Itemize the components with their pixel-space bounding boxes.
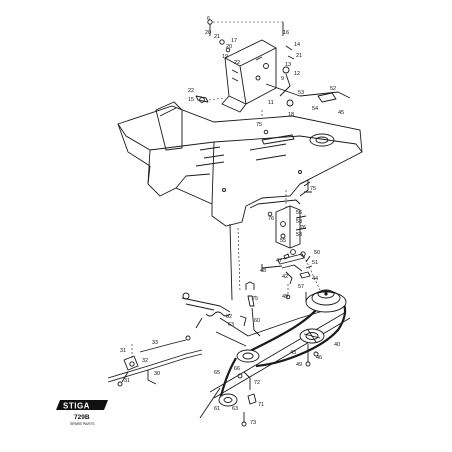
callout-45: 45	[338, 110, 344, 116]
callout-53: 53	[298, 90, 304, 96]
callout-52: 52	[330, 86, 336, 92]
model-number: 729B	[74, 414, 90, 421]
callout-18: 18	[288, 112, 294, 118]
top-fasteners	[195, 19, 351, 155]
callout-57: 57	[298, 284, 304, 290]
chassis-frame	[117, 101, 363, 227]
callout-13: 13	[285, 62, 291, 68]
callout-49: 49	[296, 362, 302, 368]
callout-12: 12	[294, 71, 300, 77]
callout-65: 65	[214, 370, 220, 376]
callout-30: 30	[154, 371, 160, 377]
callout-75: 75	[252, 296, 258, 302]
callout-75: 75	[310, 186, 316, 192]
callout-44: 44	[312, 276, 318, 282]
callout-42: 42	[282, 274, 288, 280]
callout-17: 17	[231, 38, 237, 44]
callout-60: 60	[254, 318, 260, 324]
callout-32: 32	[142, 358, 148, 364]
callout-21: 21	[214, 34, 220, 40]
lift-linkage	[107, 335, 203, 387]
callout-22: 22	[234, 60, 240, 66]
callout-66: 66	[234, 366, 240, 372]
callout-56: 56	[296, 210, 302, 216]
callout-14: 14	[294, 42, 300, 48]
callout-31: 31	[124, 378, 130, 384]
callout-63: 63	[232, 406, 238, 412]
callout-33: 33	[152, 340, 158, 346]
callout-62: 62	[226, 314, 232, 320]
callout-46: 46	[316, 355, 322, 361]
callout-54: 54	[312, 106, 318, 112]
callout-20: 20	[226, 44, 232, 50]
pulley-assembly	[199, 289, 351, 427]
callout-16: 16	[283, 30, 289, 36]
callout-75: 75	[256, 122, 262, 128]
callout-50: 50	[314, 250, 320, 256]
stiga-logo-text: STIGA	[63, 402, 90, 411]
callout-11: 11	[268, 100, 274, 106]
subtitle: SPARE PARTS	[70, 422, 95, 426]
brand-block: STIGA 729B SPARE PARTS	[56, 400, 108, 426]
callout-73: 73	[250, 420, 256, 426]
callout-58: 58	[296, 232, 302, 238]
callout-labels: 6 20 21 17 20 19 16 14 21 22 13 12 9 52 …	[120, 16, 344, 426]
callout-49: 49	[282, 294, 288, 300]
callout-55: 55	[280, 238, 286, 244]
callout-63: 63	[228, 322, 234, 328]
callout-9: 9	[281, 76, 284, 82]
callout-48: 48	[260, 268, 266, 274]
callout-58: 58	[296, 219, 302, 225]
callout-31: 31	[120, 348, 126, 354]
callout-51: 51	[312, 260, 318, 266]
callout-15: 15	[188, 97, 194, 103]
callout-71: 71	[258, 402, 264, 408]
callout-72: 72	[254, 380, 260, 386]
callout-20: 20	[205, 30, 211, 36]
callout-22: 22	[188, 88, 194, 94]
callout-76: 76	[268, 216, 274, 222]
callout-47: 47	[276, 258, 282, 264]
callout-19: 19	[222, 54, 228, 60]
callout-21: 21	[296, 53, 302, 59]
stiga-logo	[56, 400, 108, 410]
callout-6: 6	[207, 16, 210, 22]
callout-76: 76	[300, 225, 306, 231]
callout-40: 40	[334, 342, 340, 348]
callout-43: 43	[290, 350, 296, 356]
pedal-bracket	[261, 181, 321, 302]
callout-61: 61	[214, 406, 220, 412]
tension-rods	[181, 223, 347, 347]
